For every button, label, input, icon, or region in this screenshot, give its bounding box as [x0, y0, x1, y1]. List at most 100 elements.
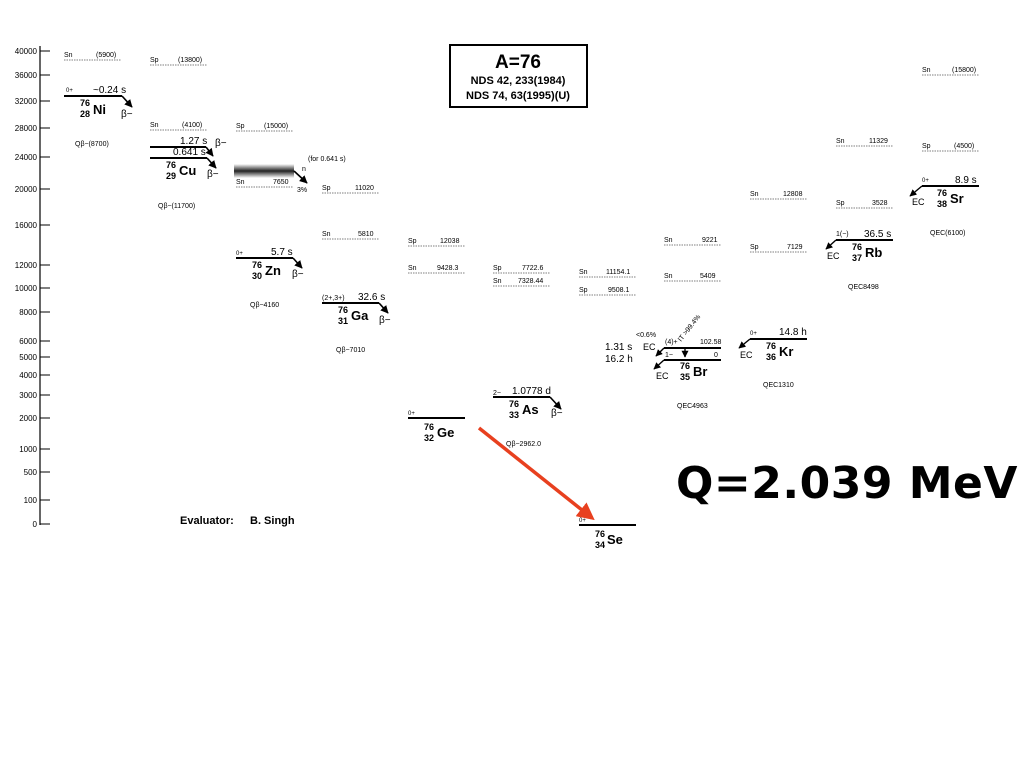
svg-text:76: 76	[937, 188, 947, 198]
svg-text:Ni: Ni	[93, 102, 106, 117]
axis-tick-label: 20000	[15, 185, 38, 194]
svg-text:(4)+: (4)+	[665, 339, 678, 346]
svg-text:EC: EC	[827, 251, 840, 261]
ref-line-1: NDS 42, 233(1984)	[471, 75, 566, 87]
svg-text:0+: 0+	[66, 88, 73, 94]
energy-axis: 4000036000320002800024000200001600012000…	[15, 46, 50, 529]
svg-text:102.58: 102.58	[700, 339, 722, 346]
nuclide-zn: Sp (15000) (for 0.641 s) n 3% Sn 7650 0+…	[234, 123, 346, 309]
svg-text:9221: 9221	[702, 237, 718, 244]
svg-text:76: 76	[509, 399, 519, 409]
svg-text:Cu: Cu	[179, 163, 196, 178]
svg-text:76: 76	[424, 422, 434, 432]
svg-text:β−: β−	[551, 408, 563, 419]
svg-text:11154.1: 11154.1	[606, 269, 630, 276]
svg-text:0+: 0+	[236, 251, 243, 257]
svg-text:(2+,3+): (2+,3+)	[322, 295, 345, 302]
svg-text:Ge: Ge	[437, 425, 454, 440]
axis-tick-label: 32000	[15, 97, 38, 106]
svg-text:7129: 7129	[787, 244, 803, 251]
svg-text:QEC1310: QEC1310	[763, 382, 794, 389]
svg-text:β−: β−	[292, 269, 304, 280]
svg-text:38: 38	[937, 199, 947, 209]
svg-text:Sp: Sp	[922, 143, 931, 150]
svg-text:0+: 0+	[750, 331, 757, 337]
svg-text:0+: 0+	[922, 178, 929, 184]
nuclide-se: Sn 11154.1 Sp 9508.1 0+ 76 34 Se	[579, 269, 636, 550]
svg-text:7328.44: 7328.44	[518, 278, 543, 285]
svg-text:Qβ−(8700): Qβ−(8700)	[75, 141, 109, 148]
axis-tick-label: 4000	[19, 371, 37, 380]
svg-text:Sp: Sp	[322, 185, 331, 192]
svg-text:16.2 h: 16.2 h	[605, 354, 633, 365]
axis-tick-label: 0	[33, 520, 38, 529]
svg-text:76: 76	[338, 305, 348, 315]
svg-text:Sp: Sp	[493, 265, 502, 272]
svg-text:Sp: Sp	[236, 123, 245, 130]
svg-text:14.8 h: 14.8 h	[779, 327, 807, 338]
svg-text:32.6 s: 32.6 s	[358, 292, 385, 303]
svg-text:As: As	[522, 402, 539, 417]
axis-tick-label: 8000	[19, 308, 37, 317]
svg-text:9508.1: 9508.1	[608, 287, 630, 294]
nuclide-ga: Sp 11020 Sn 5810 (2+,3+) 32.6 s β− 76 31…	[322, 185, 391, 354]
svg-text:Sp: Sp	[836, 200, 845, 207]
svg-text:Sp: Sp	[408, 238, 417, 245]
mass-title: A=76	[495, 52, 541, 73]
svg-text:<0.6%: <0.6%	[636, 332, 656, 339]
svg-text:EC: EC	[656, 371, 669, 381]
svg-text:3%: 3%	[297, 187, 307, 194]
svg-text:Qβ−7010: Qβ−7010	[336, 347, 365, 354]
axis-tick-label: 5000	[19, 353, 37, 362]
svg-text:0+: 0+	[579, 518, 586, 524]
svg-text:76: 76	[166, 160, 176, 170]
svg-text:Qβ−2962.0: Qβ−2962.0	[506, 441, 541, 448]
header-box: A=76 NDS 42, 233(1984) NDS 74, 63(1995)(…	[449, 44, 588, 108]
svg-text:Sn: Sn	[836, 138, 845, 145]
nuclide-kr: Sn 12808 Sp 7129 0+ 14.8 h EC 76 36 Kr Q…	[738, 191, 807, 389]
svg-text:7650: 7650	[273, 179, 289, 186]
svg-text:Sn: Sn	[150, 122, 159, 129]
q-value-label: Q=2.039 MeV	[676, 458, 1018, 509]
svg-text:5409: 5409	[700, 273, 716, 280]
svg-text:34: 34	[595, 540, 605, 550]
svg-text:37: 37	[852, 253, 862, 263]
svg-text:Evaluator:: Evaluator:	[180, 515, 234, 527]
svg-text:EC: EC	[912, 197, 925, 207]
svg-text:EC: EC	[740, 350, 753, 360]
svg-text:(4100): (4100)	[182, 122, 202, 129]
nuclide-as: Sp 7722.6 Sn 7328.44 2− 1.0778 d β− 76 3…	[493, 265, 563, 448]
svg-text:11329: 11329	[869, 138, 888, 145]
axis-tick-label: 24000	[15, 153, 38, 162]
svg-text:12038: 12038	[440, 238, 460, 245]
svg-text:Sr: Sr	[950, 191, 964, 206]
svg-text:5810: 5810	[358, 231, 374, 238]
svg-text:n: n	[302, 166, 306, 173]
svg-text:1.0778 d: 1.0778 d	[512, 386, 551, 397]
svg-text:36.5 s: 36.5 s	[864, 229, 891, 240]
svg-text:Sn: Sn	[750, 191, 759, 198]
svg-text:β−: β−	[207, 169, 219, 180]
svg-text:1.27 s: 1.27 s	[180, 136, 207, 147]
svg-text:Sn: Sn	[579, 269, 588, 276]
svg-text:76: 76	[595, 529, 605, 539]
svg-text:32: 32	[424, 433, 434, 443]
svg-text:1.31 s: 1.31 s	[605, 342, 632, 353]
svg-text:11020: 11020	[355, 185, 374, 192]
svg-text:76: 76	[852, 242, 862, 252]
svg-text:Sn: Sn	[664, 273, 673, 280]
svg-text:Sn: Sn	[922, 67, 931, 74]
axis-tick-label: 36000	[15, 71, 38, 80]
svg-text:28: 28	[80, 109, 90, 119]
svg-text:β−: β−	[121, 109, 133, 120]
svg-text:Sp: Sp	[150, 57, 159, 64]
svg-text:0.641 s: 0.641 s	[173, 147, 206, 158]
svg-text:Sp: Sp	[579, 287, 588, 294]
evaluator-credit: Evaluator: B. Singh	[180, 515, 295, 527]
nuclide-rb: Sn 11329 Sp 3528 1(−) 36.5 s EC 76 37 Rb…	[825, 138, 893, 291]
nuclide-ni: Sn (5900) 0+ ~0.24 s β− 76 28 Ni Qβ−(870…	[64, 52, 133, 148]
svg-text:EC: EC	[643, 342, 656, 352]
svg-text:(13800): (13800)	[178, 57, 202, 64]
axis-tick-label: 3000	[19, 391, 37, 400]
